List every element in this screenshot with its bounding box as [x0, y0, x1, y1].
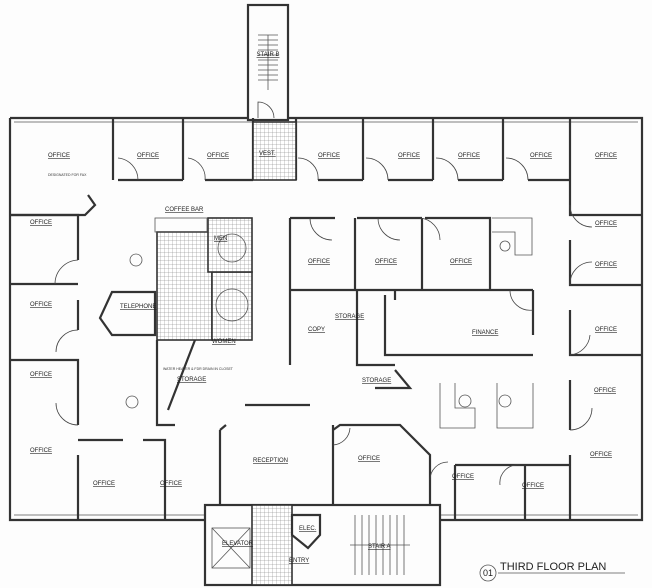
room-label-storage: STORAGE	[335, 314, 364, 320]
room-label-office: OFFICE	[207, 153, 229, 159]
room-label-office: OFFICE	[595, 153, 617, 159]
room-label-office: OFFICE	[595, 262, 617, 268]
room-label-office: OFFICE	[137, 153, 159, 159]
room-label-office: OFFICE	[452, 474, 474, 480]
title-number: 01	[483, 568, 493, 578]
top-office-row	[10, 118, 572, 217]
room-label-men: MEN	[214, 236, 227, 242]
room-label-office: OFFICE	[30, 220, 52, 226]
room-label-coffee-bar: COFFEE BAR	[165, 207, 204, 213]
room-label-copy: COPY	[308, 327, 325, 333]
room-label-telephone: TELEPHONE	[120, 304, 156, 310]
stair-b: STAIR B	[246, 3, 290, 122]
room-label-office: OFFICE	[522, 483, 544, 489]
room-label-vest: VEST.	[259, 151, 276, 157]
elevator-entry-stair-a	[203, 503, 442, 587]
room-label-office: OFFICE	[458, 153, 480, 159]
left-office-column	[10, 213, 167, 520]
room-label-women: WOMEN	[212, 339, 236, 345]
room-label-finance: FINANCE	[472, 330, 498, 336]
room-label-office: OFFICE	[93, 481, 115, 487]
room-label-office: OFFICE	[594, 388, 616, 394]
right-office-column	[453, 204, 642, 520]
room-label-office: OFFICE	[358, 456, 380, 462]
central-block	[288, 216, 535, 429]
room-label-office: OFFICE	[30, 372, 52, 378]
room-label-office: OFFICE	[595, 221, 617, 227]
room-label-entry: ENTRY	[289, 558, 309, 564]
room-label-office: OFFICE	[398, 153, 420, 159]
room-label-office: OFFICE	[318, 153, 340, 159]
room-label-office: OFFICE	[530, 153, 552, 159]
room-label-office: OFFICE	[48, 153, 70, 159]
room-label-storage: STORAGE	[177, 377, 206, 383]
water-heater-note: WATER HEATER & FDR DRAIN IN CLOSET	[163, 367, 234, 371]
drawing-title: THIRD FLOOR PLAN	[500, 561, 606, 573]
room-label-office: OFFICE	[375, 259, 397, 265]
room-label-reception: RECEPTION	[253, 458, 288, 464]
restroom-core	[98, 217, 253, 427]
room-label-office: OFFICE	[160, 481, 182, 487]
room-label-office: OFFICE	[30, 448, 52, 454]
room-label-office: OFFICE	[308, 259, 330, 265]
room-label-office: OFFICE	[595, 327, 617, 333]
exterior-walls	[8, 116, 644, 522]
room-label-stair-a: STAIR A	[368, 544, 391, 550]
title-block: 01 THIRD FLOOR PLAN	[479, 561, 625, 582]
reception-area	[218, 403, 521, 505]
room-label-office: OFFICE	[590, 452, 612, 458]
room-label-storage: STORAGE	[362, 378, 391, 384]
stair-b-label: STAIR B	[257, 52, 280, 58]
room-label-elevator: ELEVATOR	[222, 541, 254, 547]
fax-note: DESIGNATED FOR FAX	[48, 173, 87, 177]
room-label-office: OFFICE	[30, 302, 52, 308]
room-label-elec: ELEC.	[299, 526, 317, 532]
room-label-office: OFFICE	[450, 259, 472, 265]
